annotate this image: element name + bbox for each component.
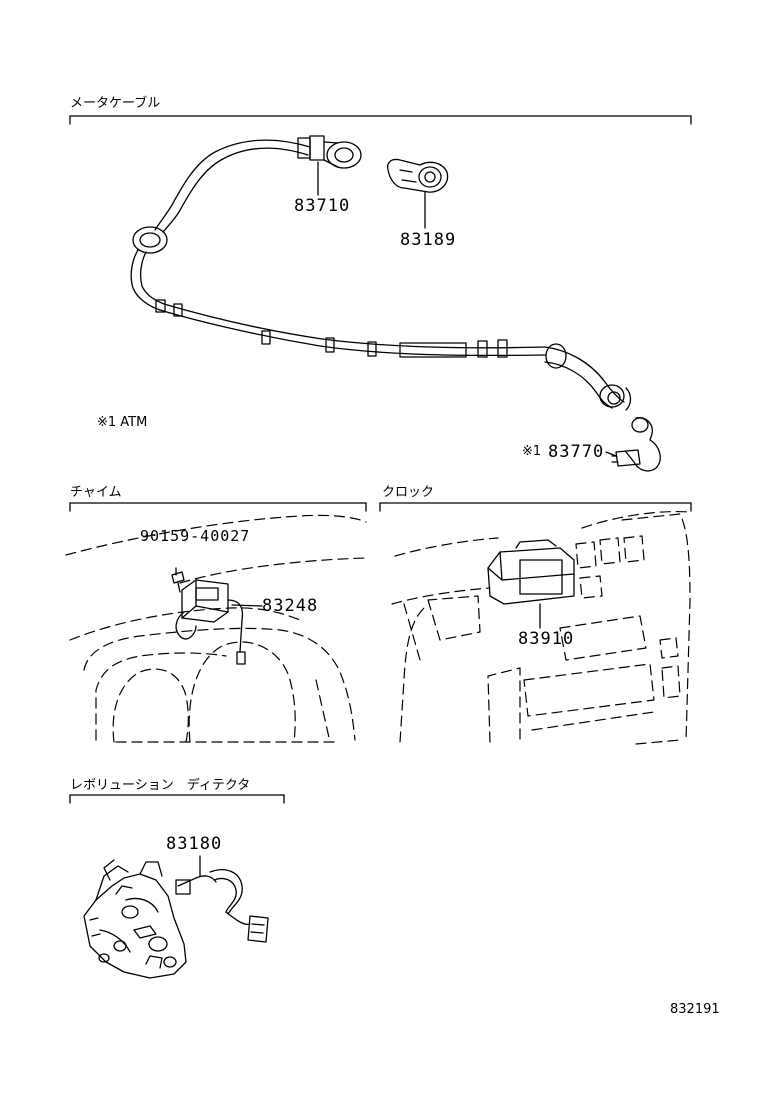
bracket-clock: [380, 503, 691, 511]
screw-90159-40027: [172, 568, 184, 592]
section-title-revolution-detector: レボリューション ディテクタ: [70, 778, 251, 793]
part-number-83770[interactable]: 83770: [548, 442, 605, 462]
chime-dashboard: [66, 515, 366, 742]
meter-cable: [131, 140, 630, 410]
bracket-chime: [70, 503, 366, 511]
clock-dashboard: [392, 512, 690, 744]
part-number-83189[interactable]: 83189: [400, 230, 457, 250]
adapter-83189: [388, 159, 448, 228]
note-atm: ※1 ATM: [97, 415, 148, 430]
part-number-83910[interactable]: 83910: [518, 629, 575, 649]
revolution-detector-83180: [84, 856, 268, 978]
part-number-83248[interactable]: 83248: [262, 596, 319, 616]
figure-id: 832191: [670, 1002, 720, 1017]
part-number-83180[interactable]: 83180: [166, 834, 223, 854]
meter-end-connector-83710: [298, 136, 361, 195]
section-title-clock: クロック: [382, 485, 435, 500]
bracket-meter-cable: [70, 116, 691, 124]
part-number-83710[interactable]: 83710: [294, 196, 351, 216]
section-title-chime: チャイム: [70, 485, 122, 500]
note-mark-1: ※1: [522, 444, 542, 459]
section-title-meter-cable: メータケーブル: [70, 96, 161, 111]
chime-unit-83248: [176, 580, 262, 664]
clock-unit-83910: [488, 540, 574, 628]
driven-gear-83770: [606, 418, 660, 471]
bracket-revolution-detector: [70, 795, 284, 803]
part-number-90159-40027[interactable]: 90159-40027: [140, 527, 251, 545]
